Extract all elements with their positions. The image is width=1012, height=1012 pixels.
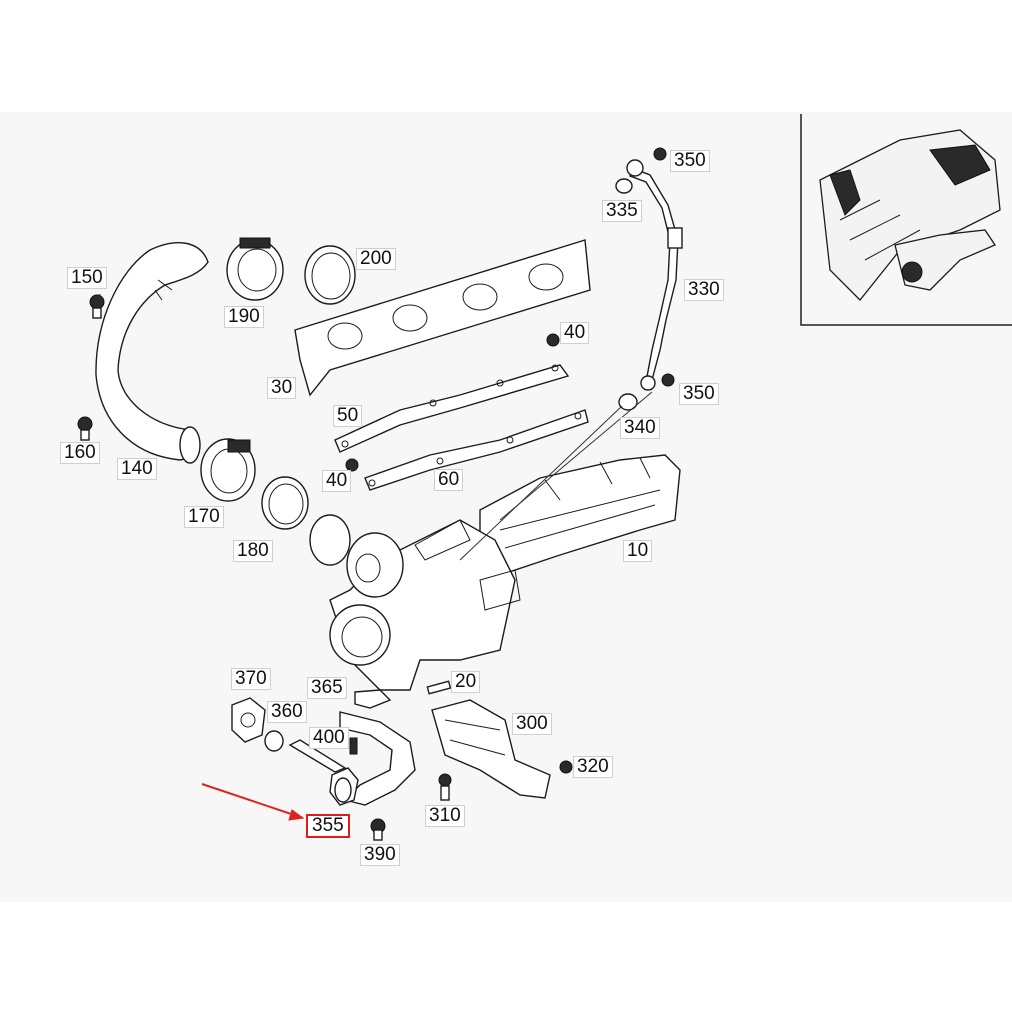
label-360: 360	[267, 701, 307, 723]
part-180-hose-clamp	[261, 476, 309, 530]
part-160-bolt	[77, 416, 93, 441]
part-350-bolt-bottom	[661, 373, 675, 387]
label-335: 335	[602, 200, 642, 222]
part-335-washer	[615, 178, 633, 194]
label-40-top: 40	[560, 322, 590, 344]
label-30: 30	[267, 377, 297, 399]
label-350-bottom: 350	[679, 383, 719, 405]
part-10-exhaust-manifold	[479, 454, 681, 576]
part-355-pipe-gasket	[334, 777, 352, 803]
label-300: 300	[512, 713, 552, 735]
part-40-nut-top	[546, 333, 560, 347]
part-300-heat-shield	[431, 699, 551, 799]
label-340: 340	[620, 417, 660, 439]
label-10: 10	[623, 540, 653, 562]
label-140: 140	[117, 458, 157, 480]
label-50: 50	[333, 405, 363, 427]
label-390: 390	[360, 844, 400, 866]
label-365: 365	[307, 677, 347, 699]
label-330: 330	[684, 279, 724, 301]
part-turbocharger	[309, 514, 521, 691]
leader-lines	[99, 294, 653, 561]
part-20-stud	[426, 680, 452, 695]
label-170: 170	[184, 506, 224, 528]
label-150: 150	[67, 267, 107, 289]
label-20: 20	[451, 671, 481, 693]
part-400-bolt	[349, 737, 358, 755]
callout-arrow-355	[201, 783, 305, 821]
label-180: 180	[233, 540, 273, 562]
part-30-manifold-plate	[294, 239, 591, 397]
part-140-intake-pipe	[95, 242, 209, 464]
part-370-flange	[231, 697, 266, 743]
label-60: 60	[434, 469, 464, 491]
label-310: 310	[425, 805, 465, 827]
label-400: 400	[309, 727, 349, 749]
part-365-gasket	[354, 689, 392, 709]
label-40-bottom: 40	[322, 470, 352, 492]
part-190-clamp	[226, 237, 284, 301]
part-350-bolt-top	[653, 147, 667, 161]
label-190: 190	[224, 306, 264, 328]
part-320-nut	[559, 760, 573, 774]
label-200: 200	[356, 248, 396, 270]
part-360-oring	[264, 730, 284, 752]
part-40-nut-bottom	[345, 458, 359, 472]
label-355-highlighted: 355	[306, 814, 350, 838]
part-390-bolt	[370, 818, 386, 841]
part-330-oil-line	[626, 159, 683, 391]
part-310-bolt	[438, 773, 452, 801]
label-350-top: 350	[670, 150, 710, 172]
label-370: 370	[231, 668, 271, 690]
part-200-hose-clamp	[304, 245, 356, 305]
part-340-washer	[618, 393, 638, 411]
label-320: 320	[573, 756, 613, 778]
part-50-gasket	[334, 364, 570, 453]
part-170-clamp	[200, 438, 256, 502]
label-160: 160	[60, 442, 100, 464]
inset-engine-view	[800, 114, 1012, 326]
part-60-gasket	[364, 409, 589, 491]
